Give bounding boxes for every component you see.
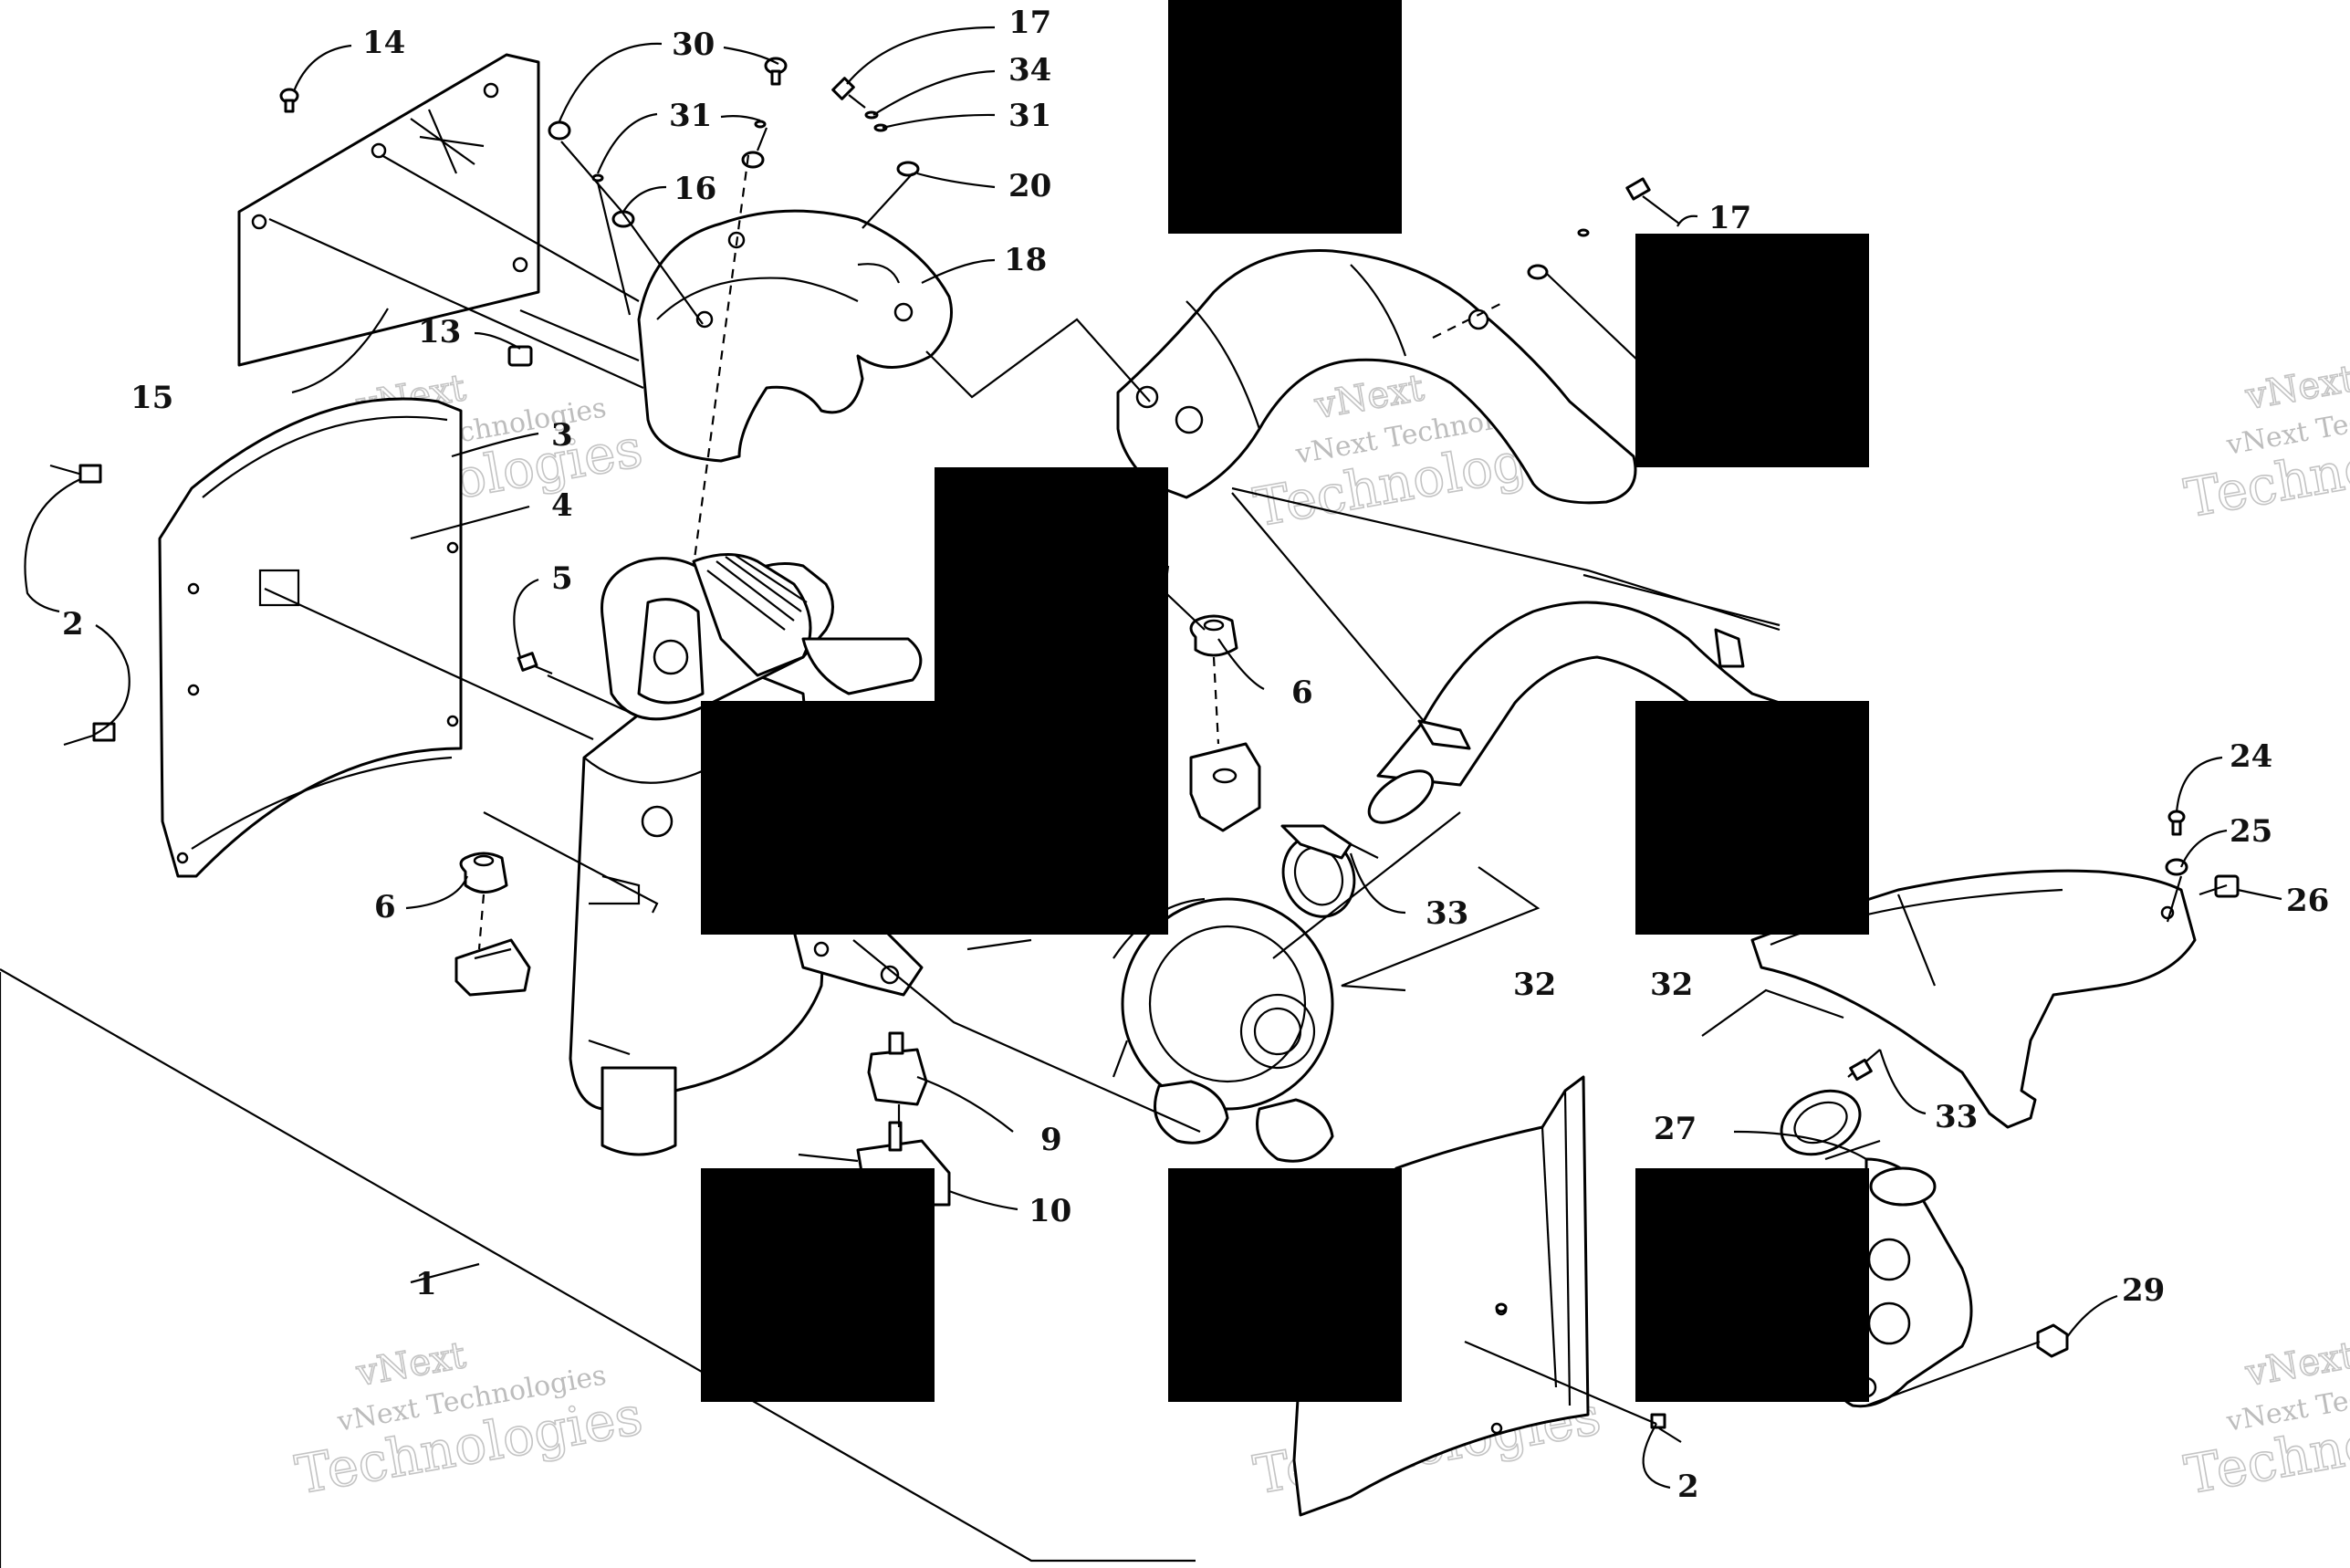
clamp-right	[1780, 1049, 1881, 1156]
watermark-left-bottom: vNext vNext Technologies Technologies	[290, 1333, 647, 1507]
callout-31-left: 31	[669, 98, 712, 134]
rivet-left-top	[49, 464, 102, 484]
callout-33-left: 33	[1426, 895, 1468, 932]
u-bend-pipe	[1367, 601, 1786, 824]
callout-29: 29	[2122, 1272, 2165, 1309]
callout-20: 20	[1008, 168, 1051, 204]
nut-13	[507, 345, 533, 367]
callout-18: 18	[1004, 242, 1047, 278]
washer-20	[896, 161, 920, 177]
callout-14: 14	[362, 25, 405, 61]
callout-6-right: 6	[1291, 674, 1313, 711]
bolt-17-right	[1527, 177, 1680, 280]
redaction-block	[1168, 0, 1402, 234]
bolt-30	[764, 57, 788, 86]
redaction-block	[935, 467, 1168, 701]
bracket-right-mount	[1189, 742, 1261, 832]
heat-shield-plate	[237, 53, 540, 367]
redaction-block	[1168, 1168, 1402, 1402]
turbocharger	[1112, 897, 1334, 1163]
assembly-lines	[264, 127, 2228, 1426]
callout-33-right: 33	[1935, 1099, 1978, 1135]
nut-29	[2036, 1323, 2069, 1358]
bolt-5	[517, 652, 553, 675]
callout-32-left: 32	[1513, 967, 1556, 1003]
watermark-text: vNext	[2241, 1334, 2350, 1395]
callout-30: 30	[672, 26, 715, 63]
bolt-24	[2167, 810, 2186, 836]
callout-24: 24	[2230, 738, 2272, 775]
callout-34: 34	[1008, 52, 1051, 89]
muffler-bracket	[792, 920, 924, 997]
callout-25: 25	[2230, 813, 2272, 850]
washer-25	[2165, 858, 2188, 876]
rubber-isolator-9	[867, 1031, 928, 1106]
frame-outline	[0, 968, 1196, 1568]
callout-leaders	[24, 26, 2282, 1490]
screw-30b	[548, 120, 571, 141]
callout-2-left: 2	[62, 606, 84, 643]
washer-16	[611, 151, 765, 228]
rubber-mount-left	[459, 852, 508, 894]
callout-27: 27	[1654, 1111, 1697, 1147]
callout-9: 9	[1040, 1122, 1062, 1158]
callout-1: 1	[415, 1266, 437, 1302]
callout-17-top: 17	[1008, 5, 1051, 41]
callout-15: 15	[131, 380, 173, 416]
rubber-mount-right	[1189, 614, 1238, 657]
callout-6-left: 6	[374, 889, 396, 925]
callout-32-right: 32	[1650, 967, 1693, 1003]
callout-31-right: 31	[1008, 98, 1051, 134]
clamp-left	[1280, 824, 1379, 918]
callout-2-bottom: 2	[1677, 1469, 1699, 1505]
callout-16: 16	[674, 171, 716, 207]
upper-heat-shield	[637, 209, 953, 463]
callout-17-right: 17	[1708, 200, 1751, 236]
rivet-left-bottom	[63, 722, 116, 747]
redaction-block	[701, 1168, 935, 1402]
watermark-right-bottom: vNext vNext Technologies Technologies	[2179, 1333, 2350, 1507]
callout-4: 4	[551, 487, 573, 524]
left-shield-panel	[158, 397, 463, 878]
redaction-block	[1635, 234, 1869, 467]
lock-washer-31a	[591, 120, 767, 183]
bolt-14	[279, 88, 299, 113]
redaction-block	[1635, 701, 1869, 935]
callout-numbers: 14 30 17 34 31 31 16 20 18 17 13 15 3 4 …	[62, 5, 2329, 1505]
redaction-block	[1635, 1168, 1869, 1402]
callout-26: 26	[2286, 883, 2329, 919]
callout-5: 5	[551, 560, 573, 597]
callout-3: 3	[551, 417, 573, 454]
watermark-text: vNext	[2241, 358, 2350, 418]
redaction-block	[701, 701, 1168, 935]
callout-10: 10	[1029, 1193, 1071, 1229]
redaction-blocks	[701, 0, 1869, 1402]
watermark-right-top: vNext vNext Technologies Technologies	[2179, 357, 2350, 530]
header-pipe-flex	[601, 553, 923, 721]
bracket-left-mount	[454, 938, 531, 997]
callout-13: 13	[418, 314, 461, 350]
